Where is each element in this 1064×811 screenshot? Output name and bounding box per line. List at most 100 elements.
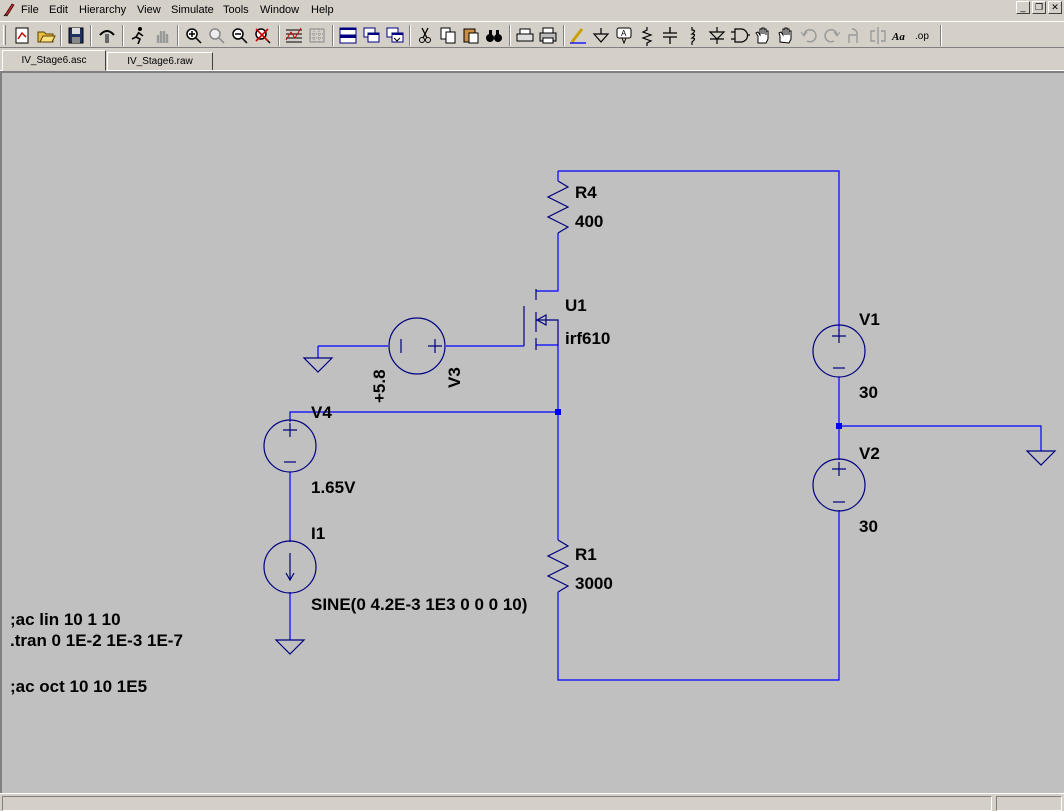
i1-value-label: SINE(0 4.2E-3 1E3 0 0 0 10) [311,595,527,614]
diode-button[interactable] [706,25,728,46]
resistor-r4[interactable]: R4 400 [546,180,603,234]
wire-top-right[interactable] [558,170,840,331]
undo-icon [800,29,817,43]
toolbar-separator [122,25,124,46]
wire-r4-drain[interactable] [536,233,559,292]
mosfet-arrow [535,313,547,327]
draw-wire-button[interactable] [567,25,589,46]
spice-directive-tran[interactable]: .tran 0 1E-2 1E-3 1E-7 [10,631,183,650]
wires [289,170,1042,681]
find-button[interactable] [483,25,505,46]
zoom-out-button[interactable] [206,25,228,46]
r1-value-label: 3000 [575,574,613,593]
open-button[interactable] [35,25,57,46]
find-icon [486,30,502,42]
current-source-i1[interactable]: I1 SINE(0 4.2E-3 1E3 0 0 0 10) [263,524,527,614]
new-schematic-button[interactable] [11,25,33,46]
voltage-source-v4[interactable]: V4 1.65V [263,403,356,497]
restore-button[interactable]: ❐ [1032,1,1046,14]
rotate-button[interactable] [844,25,866,46]
cut-button[interactable] [414,25,436,46]
toolbar-grip[interactable] [3,25,6,45]
menu-edit[interactable]: Edit [49,4,68,16]
run-button[interactable] [127,25,149,46]
spice-directive-ac-lin[interactable]: ;ac lin 10 1 10 [10,610,121,629]
wire-v3-ground[interactable] [317,345,388,358]
schematic-canvas[interactable]: R4 400 R1 3000 U1 irf610 +5.8 V3 [0,71,1064,793]
save-icon [68,27,84,44]
paste-button[interactable] [460,25,482,46]
zoom-in-button[interactable] [183,25,205,46]
redo-button[interactable] [821,25,843,46]
toolbar-separator [177,25,179,46]
ground-symbol[interactable] [274,639,306,655]
mosfet-u1[interactable]: U1 irf610 [523,289,610,350]
move-button[interactable] [752,25,774,46]
menu-file[interactable]: File [21,4,39,16]
cascade-button[interactable] [361,25,383,46]
ground-symbol[interactable] [1025,450,1057,466]
menu-view[interactable]: View [137,4,161,16]
grid-button[interactable] [306,25,328,46]
wire-source-node[interactable] [536,344,559,540]
v3-name-label: V3 [445,367,464,388]
wire-r1-bottom[interactable] [557,510,840,681]
component-button[interactable] [729,25,751,46]
toolbar-separator [563,25,565,46]
copy-icon [440,27,456,44]
v1-name-label: V1 [859,310,880,329]
i1-name-label: I1 [311,524,325,543]
rotate-icon [848,28,858,43]
save-button[interactable] [65,25,87,46]
ltspice-app-icon[interactable] [2,2,16,17]
voltage-source-v2[interactable]: V2 30 [812,444,880,536]
inductor-button[interactable] [682,25,704,46]
print-preview-button[interactable] [514,25,536,46]
autorange-button[interactable] [283,25,305,46]
v4-value-label: 1.65V [311,478,356,497]
print-preview-icon [516,28,534,42]
cut-icon [419,27,431,43]
control-panel-button[interactable] [96,25,118,46]
menu-tools[interactable]: Tools [223,4,249,16]
undo-button[interactable] [798,25,820,46]
menu-hierarchy[interactable]: Hierarchy [79,4,127,16]
halt-button[interactable] [151,25,173,46]
paste-icon [463,28,479,44]
voltage-source-v3[interactable]: +5.8 V3 [370,317,464,403]
junction-dot [555,409,561,415]
source-circle [263,419,317,473]
ground-symbols [274,357,1057,655]
wire-mid-ground[interactable] [839,425,1042,451]
spice-directive-button[interactable]: .op [913,25,935,46]
minimize-button[interactable]: _ [1016,1,1030,14]
plus-sign [283,423,297,437]
text-button[interactable]: Aa [890,25,912,46]
copy-button[interactable] [437,25,459,46]
capacitor-button[interactable] [659,25,681,46]
menu-window[interactable]: Window [260,4,300,16]
tile-horizontal-button[interactable] [337,25,359,46]
close-button[interactable]: ✕ [1048,1,1062,14]
tile-vertical-button[interactable] [384,25,406,46]
print-button[interactable] [537,25,559,46]
zoom-cancel-icon [255,28,271,44]
resistor-button[interactable] [636,25,658,46]
ground-button[interactable] [590,25,612,46]
wire-v4-node[interactable] [289,411,558,422]
menu-help[interactable]: Help [311,4,334,16]
voltage-source-v1[interactable]: V1 30 [812,310,880,402]
toolbar: A Aa .op [0,21,1064,48]
ground-symbol[interactable] [302,357,334,373]
resistor-r1[interactable]: R1 3000 [546,539,613,593]
mirror-button[interactable] [867,25,889,46]
zoom-fit-icon [232,28,248,44]
label-net-button[interactable]: A [613,25,635,46]
zoom-fit-button[interactable] [229,25,251,46]
tab-iv-stage6-asc[interactable]: IV_Stage6.asc [2,50,106,71]
drag-button[interactable] [775,25,797,46]
spice-directive-ac-oct[interactable]: ;ac oct 10 10 1E5 [10,677,147,696]
zoom-cancel-button[interactable] [252,25,274,46]
menu-simulate[interactable]: Simulate [171,4,214,16]
